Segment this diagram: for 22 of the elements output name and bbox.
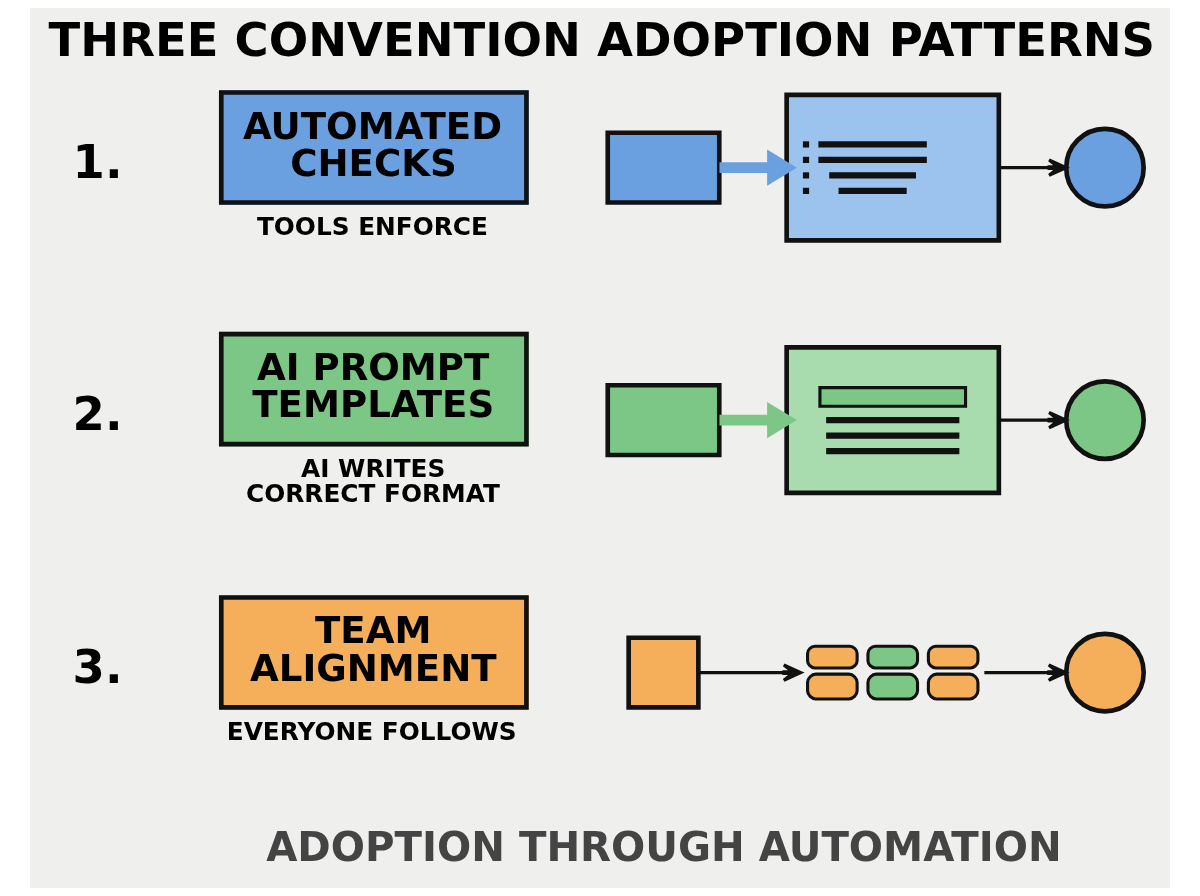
node-circle [1063,379,1146,462]
arrow [999,158,1068,177]
node-label: EVERYONE FOLLOWS [226,717,517,747]
node-box [784,345,1002,496]
arrow [719,149,797,186]
caption: ADOPTION THROUGH AUTOMATION [266,824,1062,871]
node-box [626,635,701,710]
label: 1. [72,134,123,189]
label: 2. [72,387,123,442]
node-box [605,382,722,458]
node-box [784,92,1002,243]
node-circle [1063,631,1146,714]
arrow [719,401,797,439]
label: 3. [72,639,123,694]
node-label: AI WRITES CORRECT FORMAT [246,454,500,508]
node-box [605,130,722,205]
node-label: TOOLS ENFORCE [256,212,488,242]
node-circle [1063,126,1146,209]
diagram-title: THREE CONVENTION ADOPTION PATTERNS [48,13,1156,68]
arrow [984,663,1068,682]
arrow [999,410,1068,430]
arrow [698,663,803,682]
